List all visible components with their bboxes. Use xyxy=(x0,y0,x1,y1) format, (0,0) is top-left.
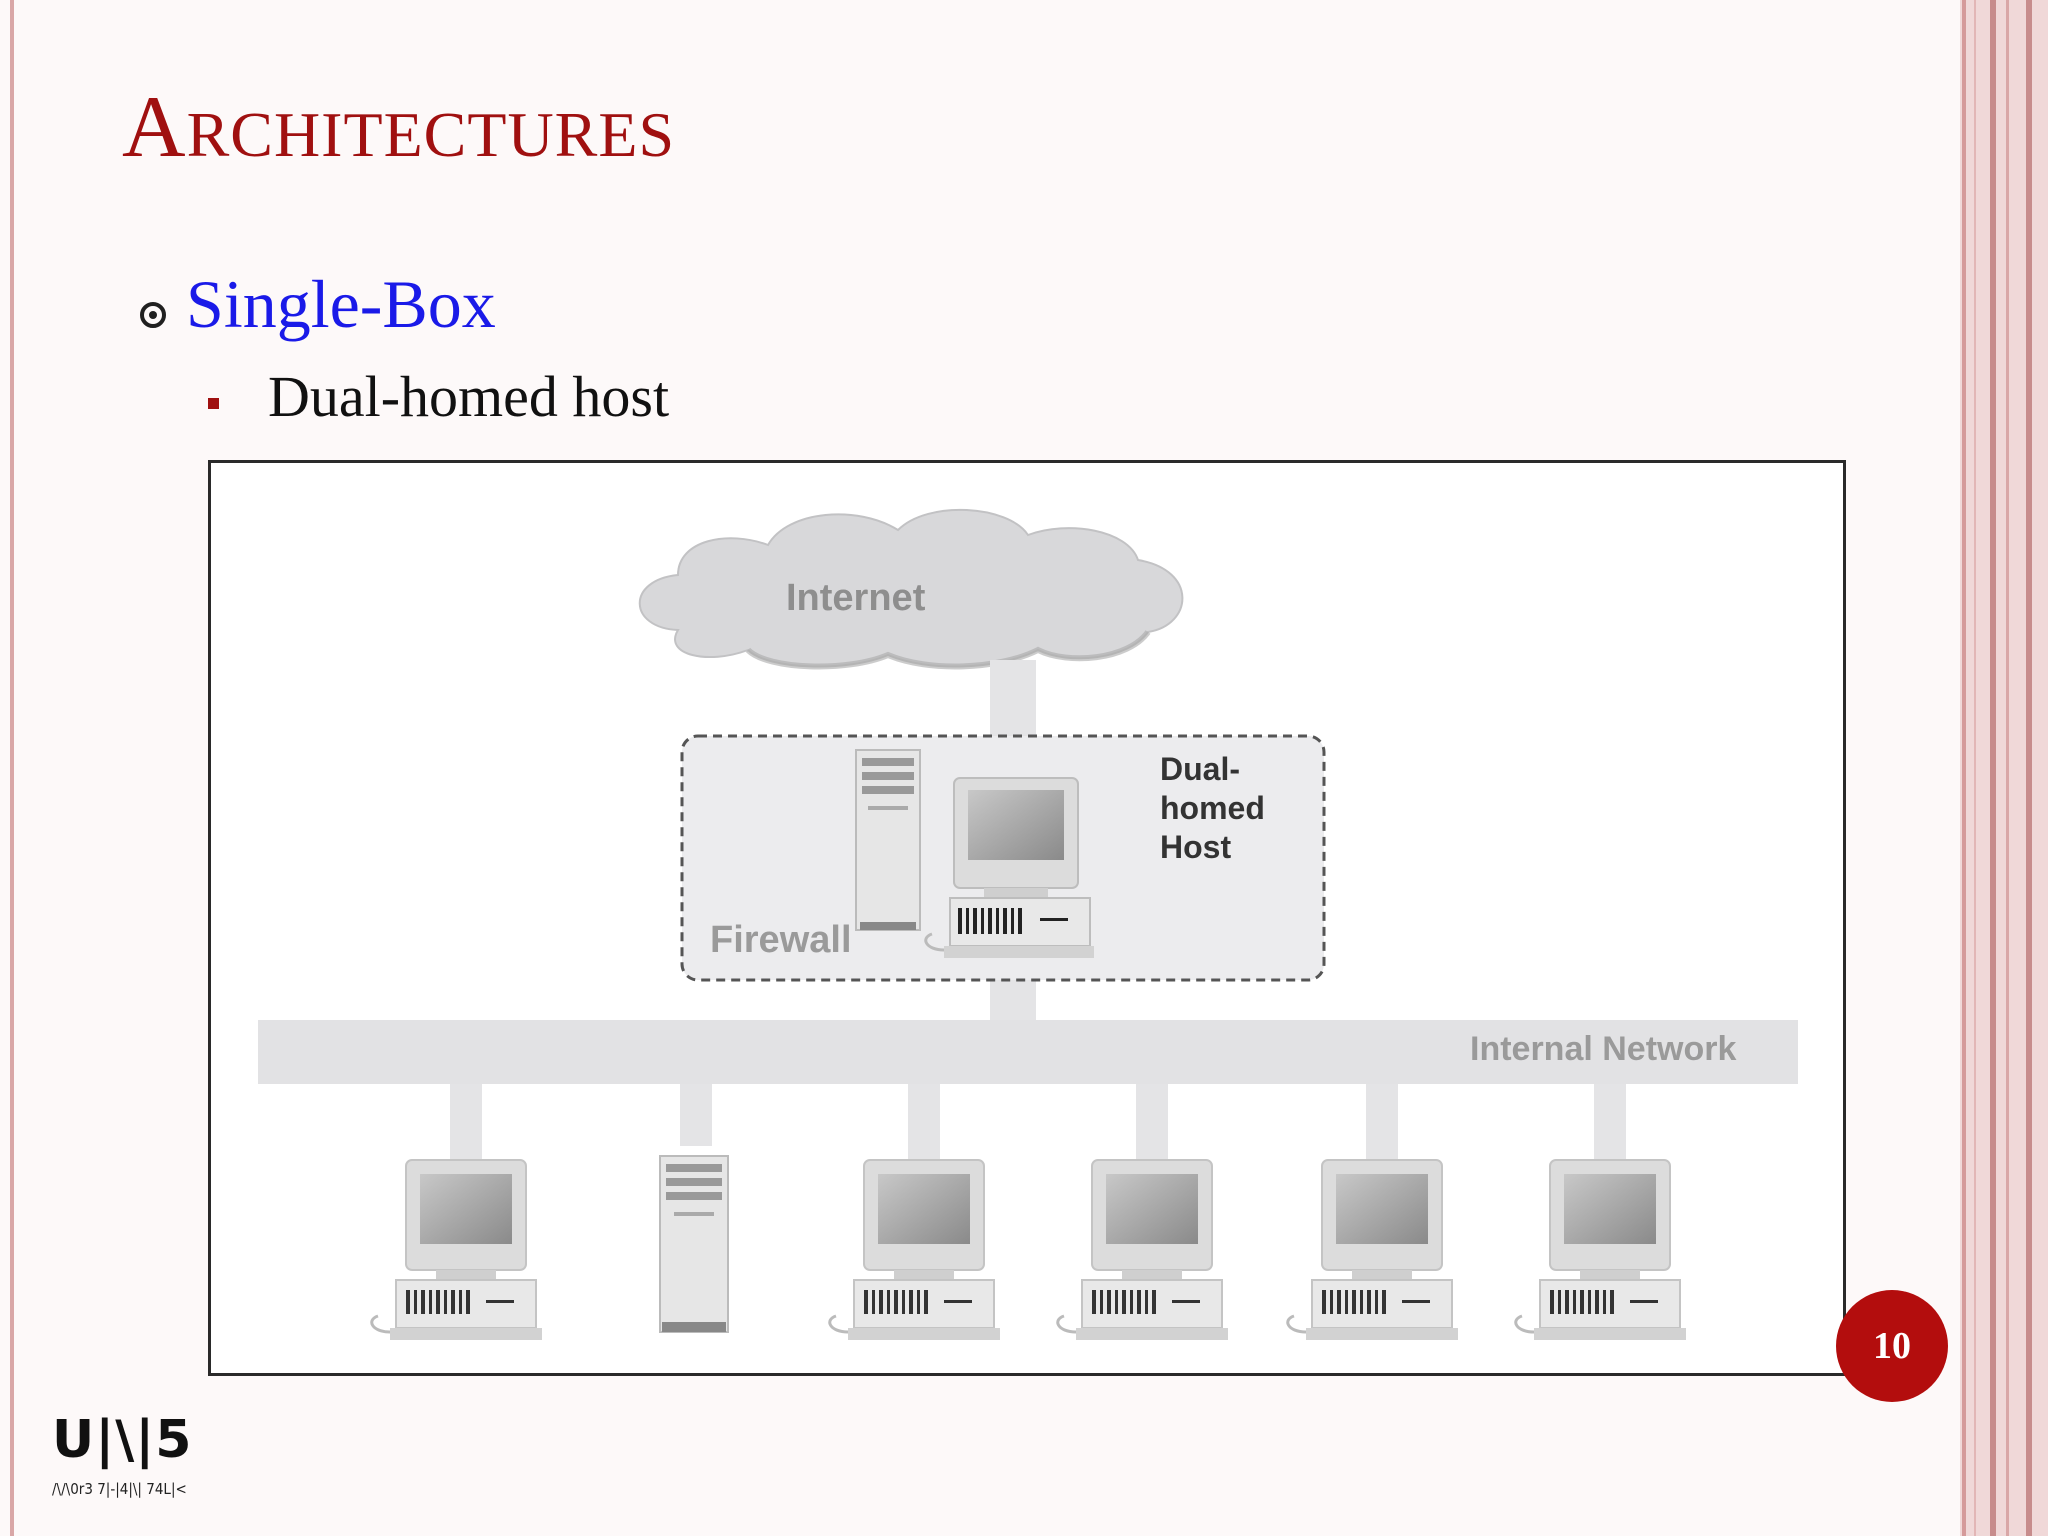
left-border-line xyxy=(10,0,14,1536)
page-number-badge: 10 xyxy=(1836,1290,1948,1402)
drop-connectors xyxy=(450,1084,1626,1170)
internal-workstation-4 xyxy=(1286,1159,1458,1340)
square-bullet-icon xyxy=(208,398,219,409)
internal-workstation-3 xyxy=(1056,1159,1228,1340)
title-rest: RCHITECTURES xyxy=(186,99,676,170)
title-first-letter: A xyxy=(122,79,187,176)
firewall-label: Firewall xyxy=(710,919,852,961)
internet-cloud xyxy=(638,508,1184,670)
network-diagram: Internet Firewall Dual- homed Host Inter… xyxy=(258,508,1798,1340)
logo-mark: U|\|5 xyxy=(52,1410,193,1470)
host-label-line1: Dual- xyxy=(1160,751,1240,787)
host-label-line3: Host xyxy=(1160,829,1231,865)
bullet-level2: Dual-homed host xyxy=(268,364,670,429)
internal-network-label: Internal Network xyxy=(1470,1030,1736,1068)
internal-workstation-1 xyxy=(370,1159,542,1340)
dual-homed-host-computer xyxy=(855,749,1094,958)
internal-workstation-2 xyxy=(828,1159,1000,1340)
slide-title: ARCHITECTURES xyxy=(122,84,675,172)
circle-bullet-icon xyxy=(140,302,166,328)
bullet-level1: Single-Box xyxy=(186,266,496,342)
internal-network-bus xyxy=(258,1020,1798,1084)
internal-server xyxy=(659,1155,729,1333)
logo-tagline: /\/\0r3 7|-|4|\| 74L|< xyxy=(52,1480,187,1498)
internet-label: Internet xyxy=(786,577,926,619)
right-decorative-band xyxy=(1960,0,2048,1536)
host-label-line2: homed xyxy=(1160,790,1265,826)
internal-workstation-5 xyxy=(1514,1159,1686,1340)
